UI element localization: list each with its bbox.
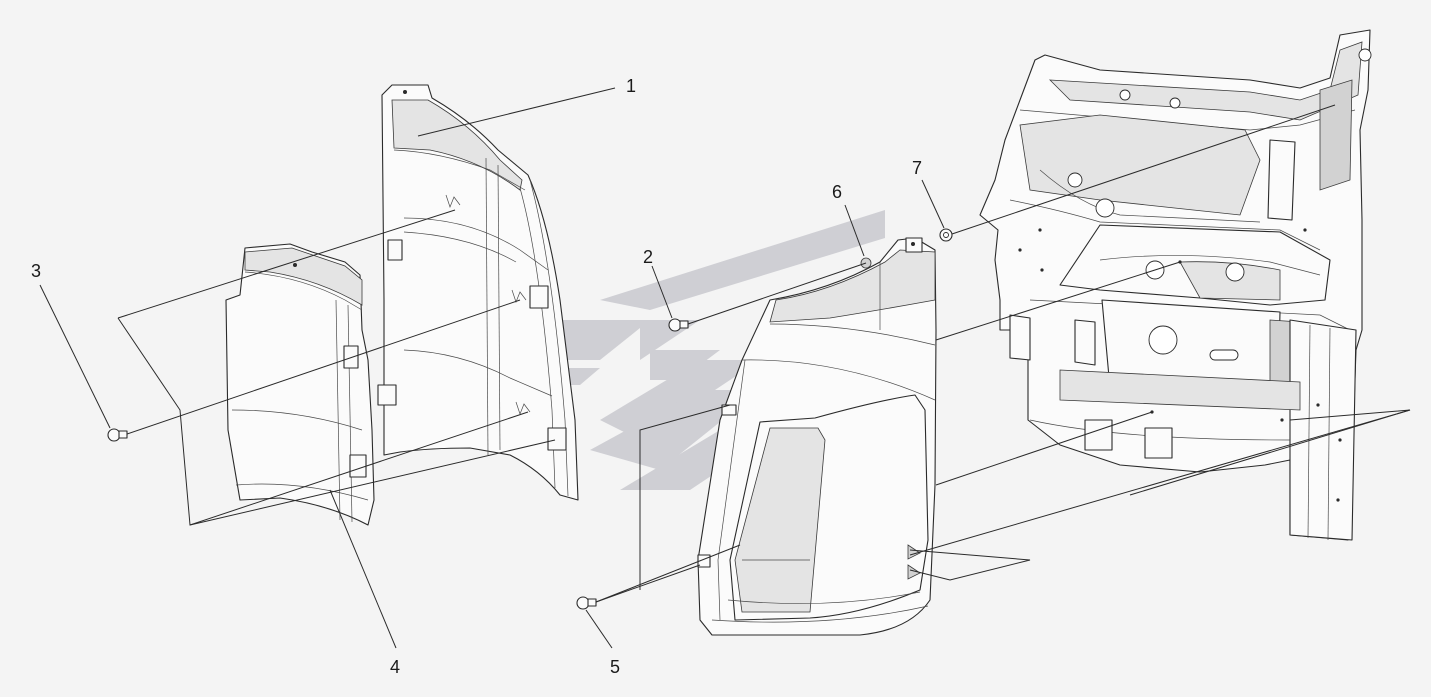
callout-5: 5 <box>610 657 620 677</box>
part-4-lower-panel <box>225 243 375 526</box>
fastener-5-screw <box>576 596 597 610</box>
callout-7: 7 <box>912 158 922 178</box>
callout-2: 2 <box>643 247 653 267</box>
part-2-middle-panel <box>697 237 937 636</box>
callout-4: 4 <box>390 657 400 677</box>
callout-1: 1 <box>626 76 636 96</box>
fastener-7-nut <box>939 228 953 242</box>
callout-6: 6 <box>832 182 842 202</box>
cab-frame-structure <box>979 29 1372 541</box>
callout-leaders <box>39 87 945 649</box>
callout-3: 3 <box>31 261 41 281</box>
part-1-upper-panel <box>377 84 579 501</box>
fastener-3-screw <box>107 428 128 442</box>
assembly-lines <box>117 104 1411 603</box>
fastener-2-screw <box>668 318 689 332</box>
